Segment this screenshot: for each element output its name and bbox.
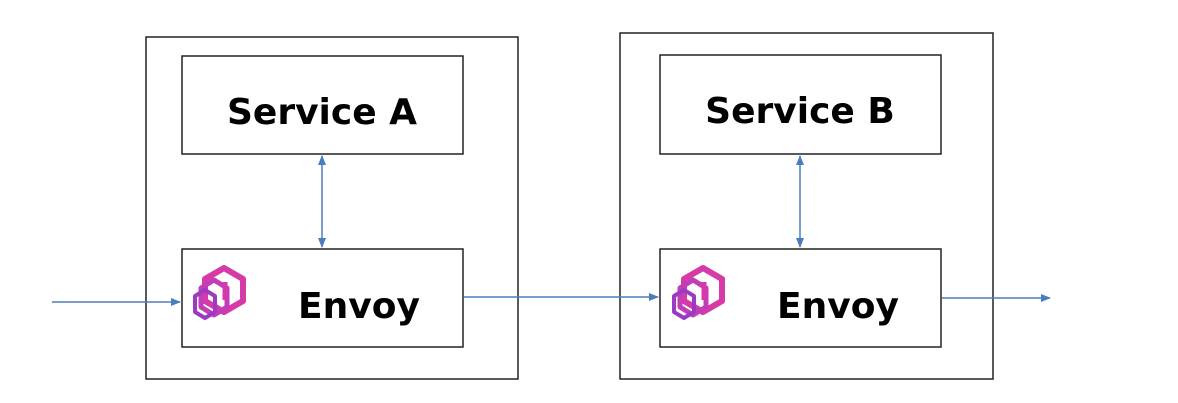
service-a-box: Service A xyxy=(181,55,464,155)
service-a-label: Service A xyxy=(227,92,417,133)
pod-b: Service B Envoy xyxy=(619,32,994,380)
envoy-logo-icon xyxy=(672,265,725,320)
pod-b-container xyxy=(619,32,994,380)
envoy-a-label: Envoy xyxy=(298,286,420,327)
pod-a-container xyxy=(145,36,519,380)
envoy-logo-icon xyxy=(193,265,246,320)
pod-a: Service A Envoy xyxy=(145,36,519,380)
envoy-b-box: Envoy xyxy=(659,248,942,348)
service-b-label: Service B xyxy=(705,91,895,132)
envoy-a-box: Envoy xyxy=(181,248,464,348)
service-b-box: Service B xyxy=(659,54,942,155)
envoy-b-label: Envoy xyxy=(777,286,899,327)
